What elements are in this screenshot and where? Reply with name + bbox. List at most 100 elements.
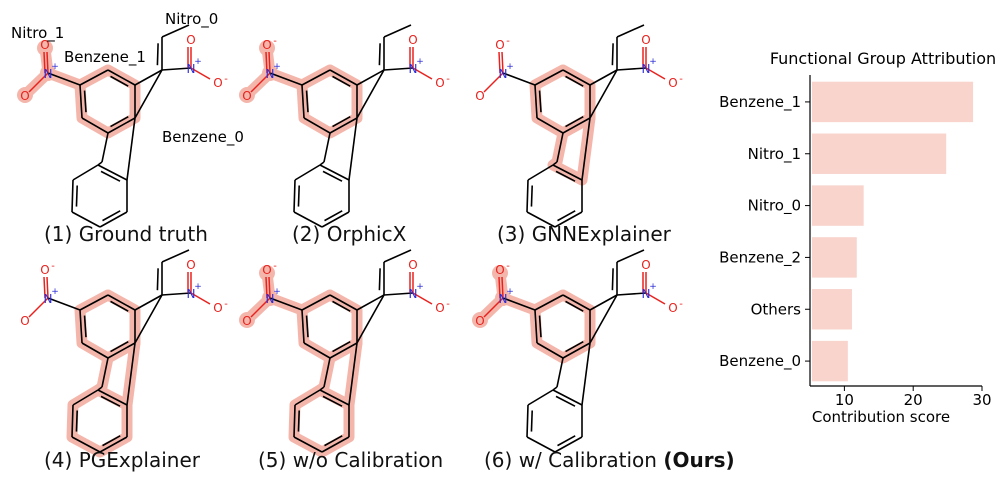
bonds — [250, 249, 433, 453]
oxygen-atom: O — [213, 301, 222, 315]
oxygen-atom: O — [20, 89, 29, 103]
bar-benzene_2 — [812, 237, 857, 278]
molecule-2: N+O-ON+OO- — [239, 24, 450, 228]
nitrogen-atom: N — [187, 287, 196, 301]
oxygen-atom: O — [40, 38, 49, 52]
bar-nitro_0 — [812, 185, 864, 226]
oxygen-atom: O — [213, 76, 222, 90]
charge-minus: - — [679, 74, 683, 85]
caption-ground-truth: (1) Ground truth — [44, 222, 208, 246]
molecule-panels: N+O-ON+OO-N+O-ON+OO-N+O-ON+OO-N+O-ON+OO-… — [11, 10, 683, 458]
molecule-1: N+O-ON+OO- — [17, 24, 228, 228]
oxygen-atom: O — [475, 89, 484, 103]
nitrogen-atom: N — [266, 292, 275, 306]
oxygen-atom: O — [435, 301, 444, 315]
nitrogen-atom: N — [642, 287, 651, 301]
bar-benzene_1 — [812, 81, 974, 123]
charge-plus: + — [649, 57, 657, 67]
bonds — [28, 24, 211, 228]
caption-w-calibration-text: (6) w/ Calibration — [484, 448, 664, 472]
charge-minus: - — [506, 36, 510, 47]
label-nitro-1: Nitro_1 — [11, 24, 64, 43]
x-tick-label: 30 — [972, 391, 991, 409]
caption-wo-calibration: (5) w/o Calibration — [258, 448, 444, 472]
charge-plus: + — [273, 287, 281, 297]
oxygen-atom: O — [668, 301, 677, 315]
nitrogen-atom: N — [44, 67, 53, 81]
y-tick-label: Benzene_2 — [719, 248, 801, 267]
charge-minus: - — [446, 74, 450, 85]
oxygen-atom: O — [242, 89, 251, 103]
oxygen-atom: O — [641, 258, 650, 272]
oxygen-atom: O — [186, 258, 195, 272]
y-tick-label: Others — [751, 300, 802, 318]
bar-benzene_0 — [812, 340, 848, 382]
nitrogen-atom: N — [499, 67, 508, 81]
y-tick-label: Benzene_0 — [719, 352, 801, 371]
highlight-benzene1 — [529, 289, 596, 364]
molecule-3: N+O-ON+OO- — [475, 24, 683, 228]
nitrogen-atom: N — [409, 62, 418, 76]
oxygen-atom: O — [668, 76, 677, 90]
label-nitro-0: Nitro_0 — [165, 10, 218, 29]
oxygen-atom: O — [435, 76, 444, 90]
charge-minus: - — [446, 299, 450, 310]
label-benzene-1: Benzene_1 — [64, 48, 146, 67]
charge-minus: - — [273, 36, 277, 47]
bonds — [483, 249, 666, 453]
charge-minus: - — [506, 261, 510, 272]
oxygen-atom: O — [408, 33, 417, 47]
charge-plus: + — [416, 282, 424, 292]
chart-title: Functional Group Attribution — [770, 49, 996, 68]
y-tick-label: Benzene_1 — [719, 93, 801, 112]
charge-plus: + — [506, 62, 514, 72]
charge-plus: + — [194, 57, 202, 67]
bonds — [28, 249, 211, 453]
charge-plus: + — [416, 57, 424, 67]
oxygen-atom: O — [495, 38, 504, 52]
oxygen-atom: O — [242, 314, 251, 328]
label-benzene-0: Benzene_0 — [162, 128, 244, 147]
nitrogen-atom: N — [499, 292, 508, 306]
nitrogen-atom: N — [642, 62, 651, 76]
charge-minus: - — [224, 299, 228, 310]
molecule-6: N+O-ON+OO- — [472, 249, 683, 453]
highlight-bottomring — [66, 384, 133, 458]
nitrogen-atom: N — [266, 67, 275, 81]
charge-plus: + — [649, 282, 657, 292]
x-tick-label: 20 — [904, 391, 923, 409]
molecule-5: N+O-ON+OO- — [239, 249, 450, 458]
nitrogen-atom: N — [44, 292, 53, 306]
caption-ours: (Ours) — [663, 448, 735, 472]
nitrogen-atom: N — [187, 62, 196, 76]
x-axis-label: Contribution score — [812, 408, 950, 426]
bar-others — [812, 289, 852, 330]
highlight-bottomring — [288, 384, 355, 458]
bonds — [250, 24, 433, 228]
oxygen-atom: O — [186, 33, 195, 47]
nitrogen-atom: N — [409, 287, 418, 301]
oxygen-atom: O — [262, 263, 271, 277]
oxygen-atom: O — [20, 314, 29, 328]
oxygen-atom: O — [40, 263, 49, 277]
attribution-chart: Functional Group AttributionBenzene_1Nit… — [719, 49, 996, 426]
oxygen-atom: O — [408, 258, 417, 272]
caption-pgexplainer: (4) PGExplainer — [44, 448, 200, 472]
charge-plus: + — [51, 287, 59, 297]
molecule-4: N+O-ON+OO- — [20, 249, 228, 458]
highlight-benzene1 — [296, 64, 363, 139]
charge-minus: - — [679, 299, 683, 310]
x-tick-label: 10 — [835, 391, 854, 409]
charge-minus: - — [273, 261, 277, 272]
charge-minus: - — [51, 36, 55, 47]
charge-plus: + — [194, 282, 202, 292]
highlight-benzene1 — [74, 64, 141, 139]
charge-minus: - — [51, 261, 55, 272]
oxygen-atom: O — [475, 314, 484, 328]
charge-plus: + — [273, 62, 281, 72]
charge-plus: + — [51, 62, 59, 72]
oxygen-atom: O — [262, 38, 271, 52]
charge-minus: - — [224, 74, 228, 85]
bar-nitro_1 — [812, 133, 947, 174]
